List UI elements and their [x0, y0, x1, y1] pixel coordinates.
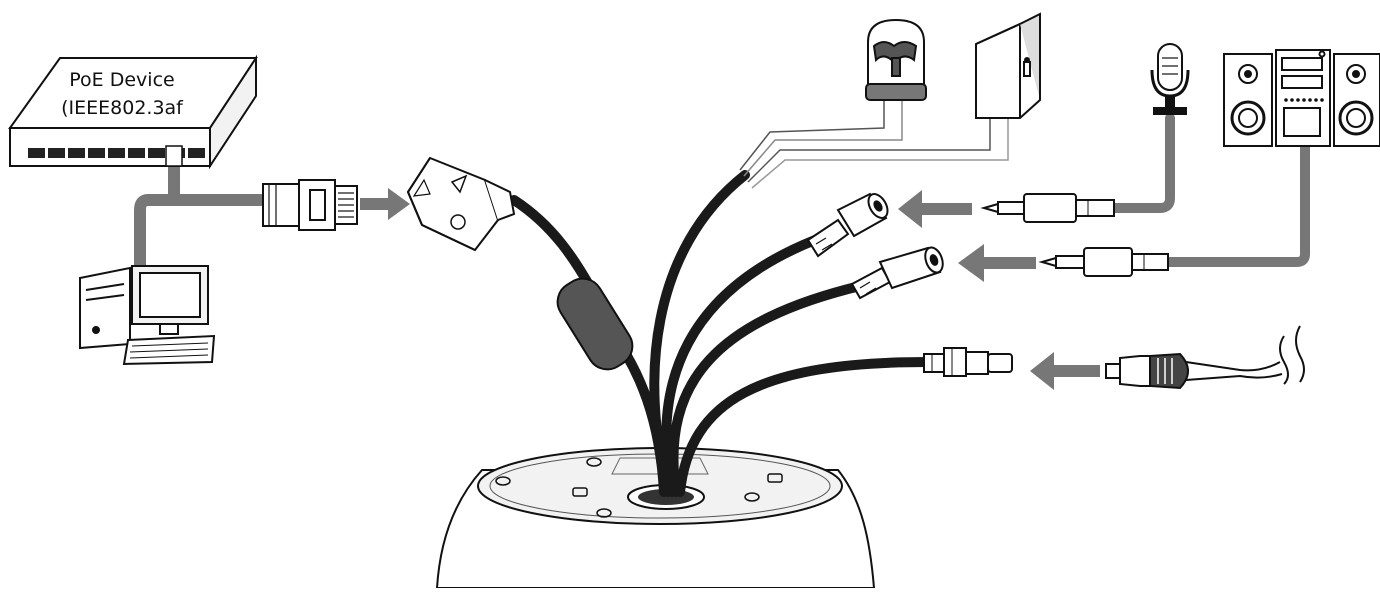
audio-out-jack: [850, 246, 944, 300]
power-adapter-plug: [1105, 325, 1305, 390]
audio-in-jack: [806, 192, 889, 258]
mic-plug: [980, 193, 1115, 223]
external-grey-cables: [1108, 113, 1310, 267]
stereo-system: [1223, 49, 1380, 147]
network-cables: [134, 160, 271, 282]
poe-device-standard: (IEEE802.3af: [61, 97, 183, 119]
rj45-plug: [262, 179, 358, 231]
direction-arrows: [360, 188, 1100, 390]
power-jack: [923, 347, 1013, 377]
poe-device-label: PoE Device (IEEE802.3af: [60, 66, 184, 122]
poe-switch: [8, 54, 258, 170]
microphone: [1150, 43, 1190, 115]
poe-device-name: PoE Device: [69, 69, 175, 91]
alarm-wires: [739, 100, 1009, 189]
rj45-coupler: [406, 156, 516, 252]
sensor-box: [975, 12, 1041, 119]
inline-filter: [556, 277, 634, 371]
stereo-plug: [1038, 247, 1169, 277]
camera-dome: [435, 447, 876, 589]
alarm-light: [865, 18, 927, 101]
computer: [79, 265, 216, 366]
